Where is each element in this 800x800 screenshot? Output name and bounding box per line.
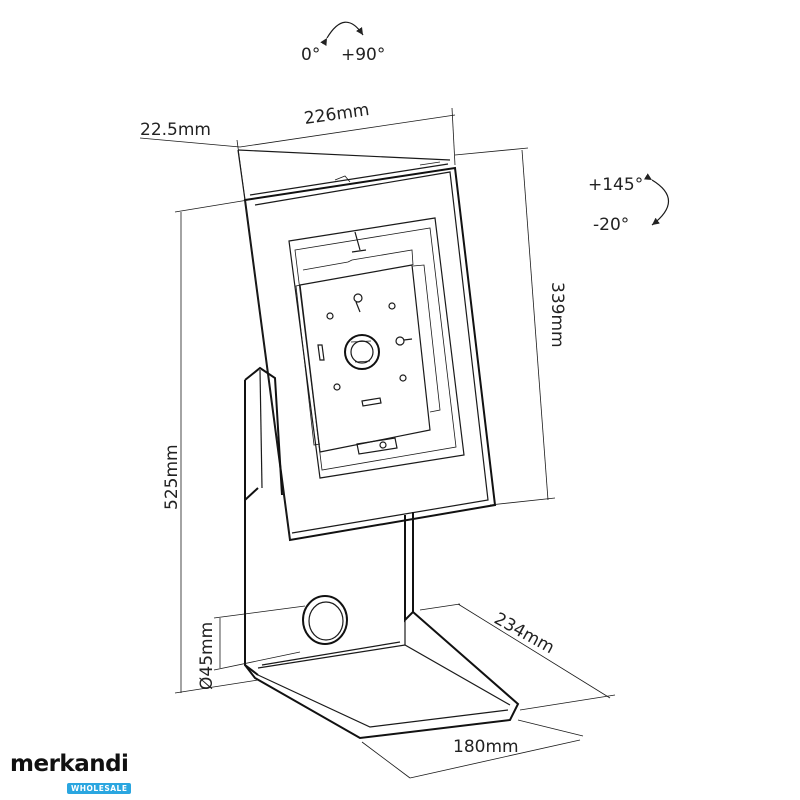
rotation-arrow-icon	[320, 21, 364, 47]
height-panel-label: 339mm	[547, 282, 567, 348]
logo-name: merkandi	[10, 751, 129, 777]
height-total-label: 525mm	[162, 444, 182, 510]
cable-hole-icon	[302, 595, 348, 645]
tablet-enclosure	[237, 149, 497, 542]
tilt-up-label: +145°	[588, 175, 643, 195]
height-total-dimension-line	[174, 199, 259, 694]
mounting-hub-icon	[344, 334, 380, 370]
logo-tagline: WHOLESALE	[67, 783, 132, 794]
tilt-arrow-icon	[643, 173, 669, 226]
stand-base	[244, 611, 520, 740]
height-panel-dimension-line	[454, 147, 556, 506]
offset-label: 22.5mm	[140, 120, 211, 140]
rotation-right-label: +90°	[341, 45, 385, 65]
base-width-dimension-line	[361, 719, 584, 779]
tilt-down-label: -20°	[593, 215, 629, 235]
merkandi-logo: merkandi WHOLESALE	[10, 752, 140, 796]
depth-dimension-line	[419, 603, 616, 711]
rotation-left-label: 0°	[301, 45, 320, 65]
stand-column	[244, 366, 414, 676]
cable-hole-dimension-line	[213, 605, 306, 671]
base-width-label: 180mm	[453, 737, 519, 757]
cable-hole-label: Ø45mm	[197, 622, 217, 690]
depth-label: 234mm	[491, 609, 558, 658]
width-label: 226mm	[303, 100, 371, 129]
